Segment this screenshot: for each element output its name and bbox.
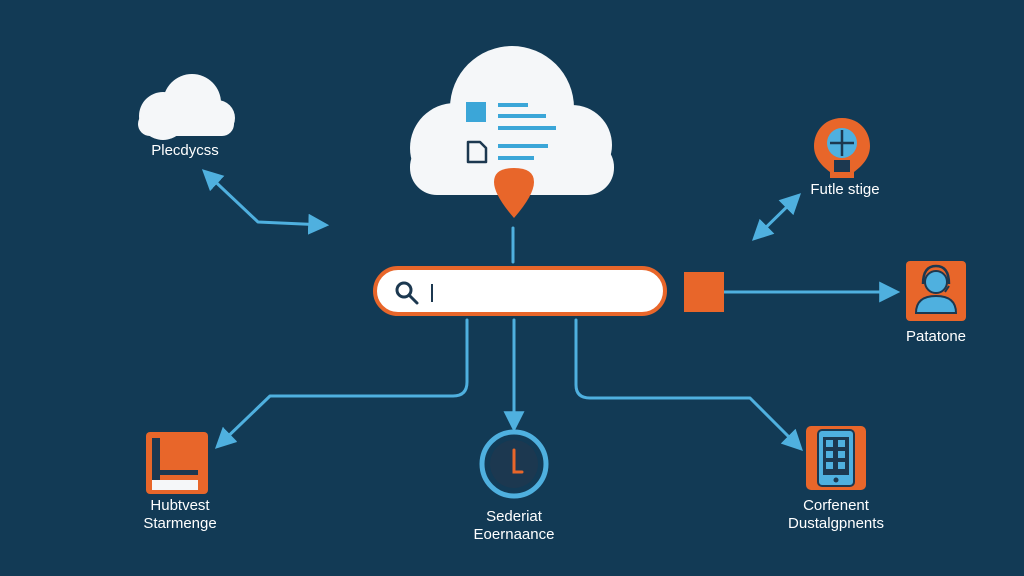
location-pin-icon <box>494 168 534 218</box>
search-text-cursor <box>431 284 433 302</box>
clock-icon <box>479 429 549 499</box>
connector-top-right <box>751 193 802 241</box>
book-icon <box>146 432 208 494</box>
connector-top-left <box>201 169 330 235</box>
label-top-right: Futle stige <box>810 181 880 198</box>
label-top-left: Plecdycss <box>151 142 219 159</box>
lightbulb-icon <box>814 118 870 178</box>
label-bottom-center-line1: Sederiat <box>486 508 542 525</box>
file-icon <box>466 140 488 164</box>
connectors <box>201 169 901 451</box>
label-right: Patatone <box>905 328 967 345</box>
connector-square <box>684 272 724 312</box>
search-icon[interactable] <box>394 280 420 306</box>
label-bottom-center-line2: Eoernaance <box>473 526 555 543</box>
label-bottom-left-line1: Hubtvest <box>150 497 210 514</box>
label-bottom-left: Hubtvest Starmenge <box>120 497 240 533</box>
label-bottom-center: Sederiat Eoernaance <box>454 508 574 544</box>
connector-bottom-left <box>214 318 469 449</box>
cloud-icon <box>138 74 235 140</box>
label-bottom-right: Corfenent Dustalgpnents <box>770 497 902 533</box>
document-square-icon <box>466 102 486 122</box>
tablet-icon <box>806 426 866 490</box>
label-bottom-right-line1: Corfenent <box>803 497 869 514</box>
person-headset-icon <box>906 261 966 321</box>
cloud-document-icon <box>410 46 614 218</box>
label-bottom-left-line2: Starmenge <box>143 515 217 532</box>
search-bar[interactable] <box>373 266 667 316</box>
label-bottom-right-line2: Dustalgpnents <box>788 515 884 532</box>
connector-bottom-right <box>574 318 803 451</box>
